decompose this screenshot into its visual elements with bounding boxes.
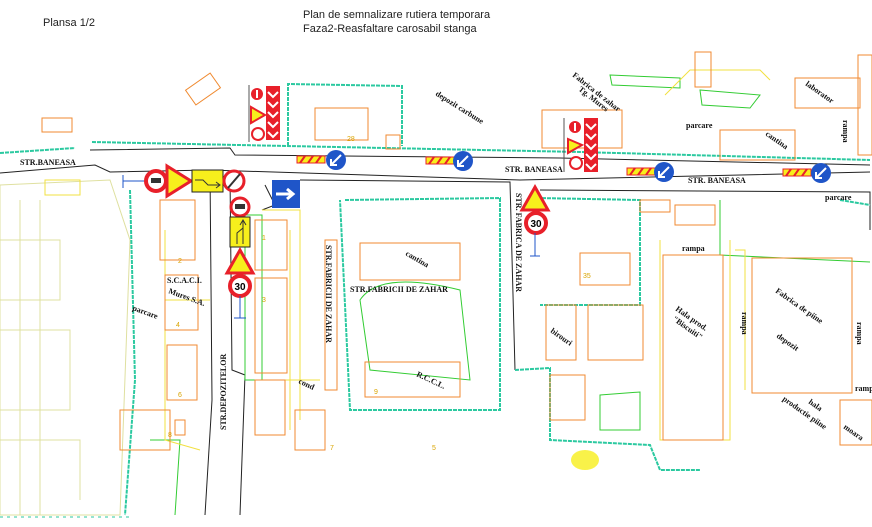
area-label: depozit carbune xyxy=(434,89,486,126)
building-number: 35 xyxy=(583,273,591,280)
barrier-keep-left xyxy=(626,162,674,182)
plan-subtitle: Faza2-Reasfaltare carosabil stanga xyxy=(303,23,477,35)
area-label: cantina xyxy=(764,129,790,151)
plan-title: Plan de semnalizare rutiera temporara xyxy=(303,9,491,21)
area-label: rampa xyxy=(740,312,749,335)
sign-group-fabrica: 30 xyxy=(519,183,551,257)
building-number: 4 xyxy=(176,322,180,329)
building-numbers: 28 2 4 6 8 9 35 5 7 1 3 xyxy=(168,136,591,452)
chevron-panel xyxy=(563,118,598,172)
area-label: Fabrica de piine xyxy=(774,286,825,325)
area-label: laborator xyxy=(804,79,836,105)
building-number: 28 xyxy=(347,136,355,143)
area-label: Mures S.A. xyxy=(167,286,206,308)
area-label: moara xyxy=(842,422,865,442)
area-label: parcare xyxy=(131,303,159,321)
building-number: 5 xyxy=(432,445,436,452)
area-label: cantina xyxy=(404,249,430,269)
barrier-keep-left xyxy=(782,163,831,183)
building-number: 7 xyxy=(330,445,334,452)
area-label: rampa xyxy=(855,322,864,345)
area-label: parcare xyxy=(686,121,713,130)
utility-lines xyxy=(164,69,771,470)
building-number: 2 xyxy=(178,258,182,265)
area-label: rampa xyxy=(682,244,705,253)
fences xyxy=(0,82,871,516)
street-label: STR.DEPOZITELOR xyxy=(219,354,228,430)
street-label: STR. BANEASA xyxy=(505,165,563,174)
area-label: parcare xyxy=(825,193,852,202)
traffic-signs: 30 30 xyxy=(122,85,831,319)
street-label: STR. FABRICA DE ZAHAR xyxy=(514,193,523,292)
speed-limit-value: 30 xyxy=(530,219,542,230)
building-number: 8 xyxy=(168,432,172,439)
area-label: depozit xyxy=(775,331,801,353)
area-label: birouri xyxy=(549,326,575,348)
street-label: STR.BANEASA xyxy=(20,158,76,167)
area-label: R.C.C.L. xyxy=(415,370,447,391)
speed-limit-value: 30 xyxy=(234,282,246,293)
building-number: 1 xyxy=(262,235,266,242)
area-label: rampa xyxy=(841,120,850,143)
street-label: STR.FABRICII DE ZAHAR xyxy=(350,285,448,294)
street-label: STR. BANEASA xyxy=(688,176,746,185)
area-label: ramp xyxy=(855,384,872,393)
building-number: 9 xyxy=(374,389,378,396)
barrier-keep-left xyxy=(296,150,346,170)
sign-group-baneasa: 30 xyxy=(122,163,300,319)
street-label: STR.FABRICII DE ZAHAR xyxy=(324,245,333,343)
buildings xyxy=(41,51,872,451)
sheet-number: Plansa 1/2 xyxy=(43,17,95,29)
parcels-left xyxy=(0,179,131,516)
area-label: productie piine xyxy=(781,394,829,431)
chevron-panel xyxy=(248,85,280,142)
area-label: S.C.A.C.I. xyxy=(167,276,202,285)
barrier-keep-left xyxy=(425,151,473,171)
building-number: 6 xyxy=(178,392,182,399)
building-number: 3 xyxy=(262,297,266,304)
